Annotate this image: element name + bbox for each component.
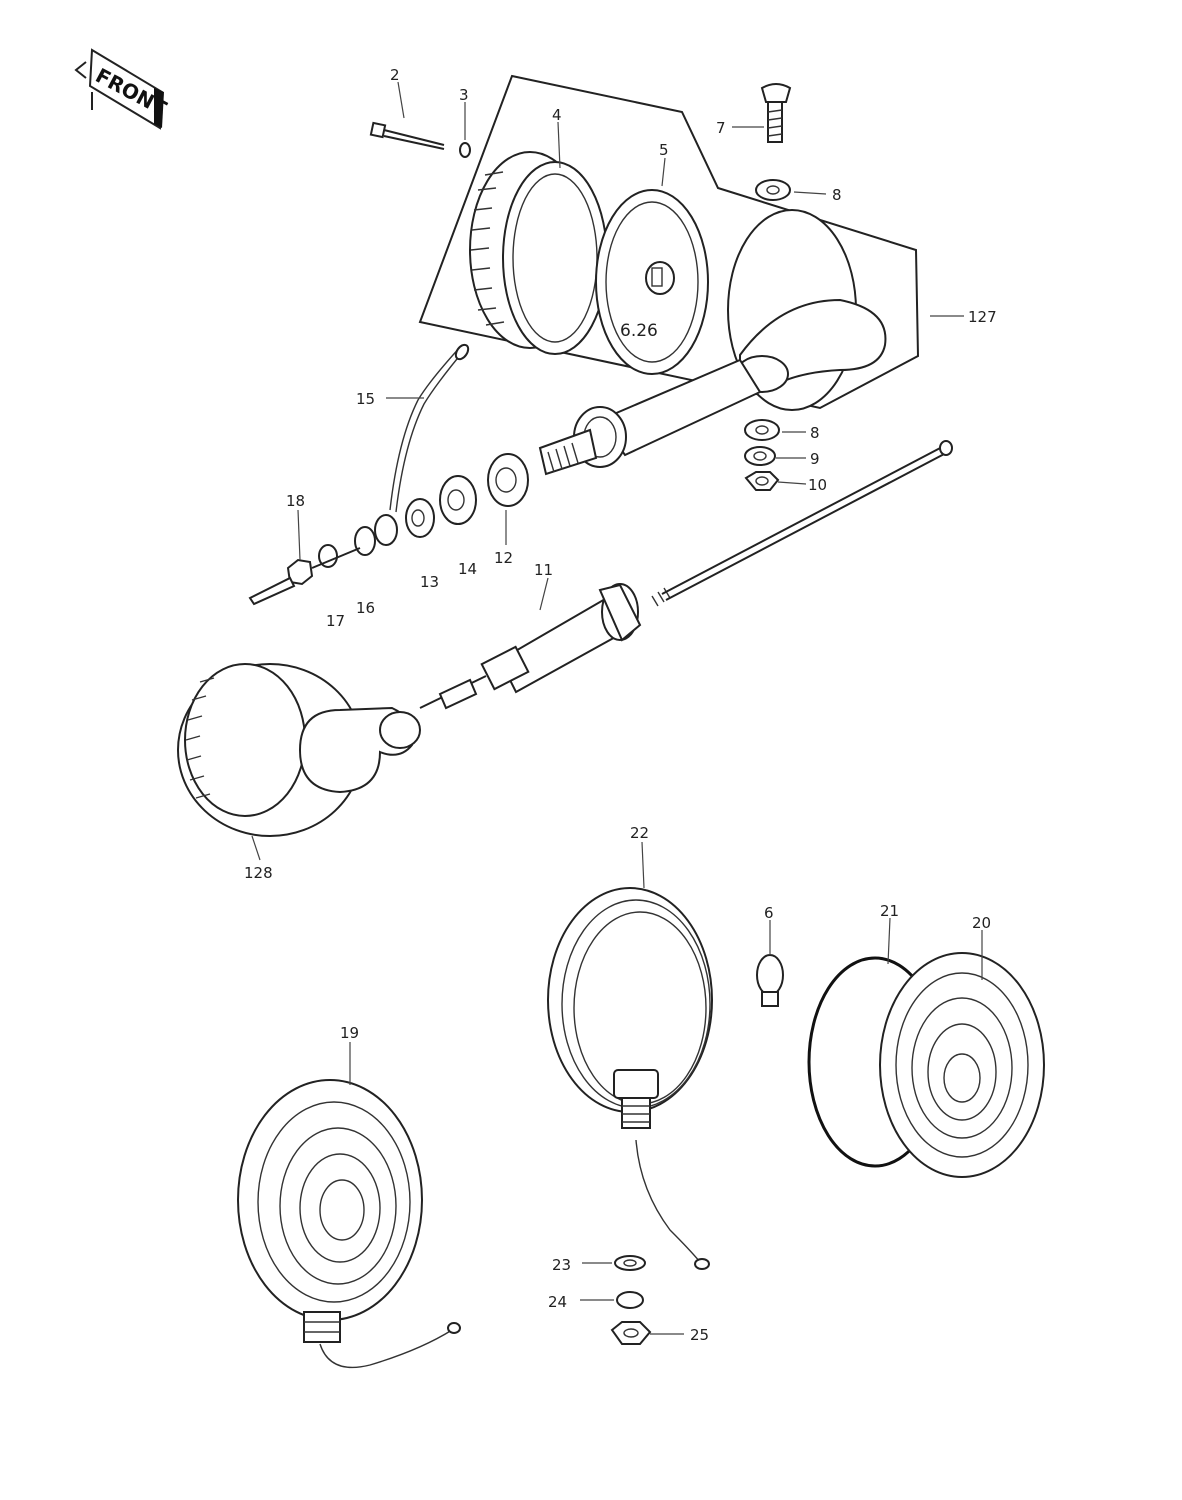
- callout-2: 2: [390, 66, 400, 84]
- washer-part-17: [318, 544, 338, 568]
- callout-21: 21: [880, 902, 899, 920]
- nut-part-10: [744, 471, 780, 491]
- bulb-part-6: [756, 954, 784, 1007]
- spacer-part-13: [405, 498, 435, 538]
- lens-rim-part-4: [469, 151, 608, 355]
- callout-19: 19: [340, 1024, 359, 1042]
- callout-6: 6: [764, 904, 774, 922]
- callout-11: 11: [534, 561, 553, 579]
- callout-127: 127: [968, 308, 997, 326]
- washer-part-14: [439, 475, 477, 525]
- rim-part-22: [547, 887, 713, 1270]
- callout-labels: 2 3 4 5 7 8 127 15 8 9 10 18 17 16 13 14…: [244, 66, 997, 1344]
- lockwasher-part-24: [616, 1291, 644, 1309]
- mounting-stem-upper: [538, 358, 762, 476]
- lens-part-20: [879, 952, 1045, 1178]
- callout-leaders: [251, 81, 983, 1335]
- nut-part-25: [610, 1321, 652, 1345]
- lockwasher-part-9: [744, 446, 776, 466]
- stem-part-11: [419, 440, 953, 710]
- callout-15: 15: [356, 390, 375, 408]
- washer-part-8-lower: [744, 419, 780, 441]
- washer-part-3: [459, 142, 471, 158]
- callout-12: 12: [494, 549, 513, 567]
- callout-17: 17: [326, 612, 345, 630]
- callout-5: 5: [659, 141, 669, 159]
- signal-housing-part-127: [727, 209, 887, 411]
- callout-7: 7: [716, 119, 726, 137]
- lens-part-5: 6.26: [595, 189, 709, 375]
- grommet-part-12: [487, 453, 529, 507]
- bolt-part-7: [760, 83, 792, 143]
- callout-10: 10: [808, 476, 827, 494]
- callout-9: 9: [810, 450, 820, 468]
- lens-part-19: [237, 1079, 461, 1369]
- callout-128: 128: [244, 864, 273, 882]
- wire-part-15: [389, 343, 470, 513]
- callout-8-upper: 8: [832, 186, 842, 204]
- callout-8-lower: 8: [810, 424, 820, 442]
- callout-23: 23: [552, 1256, 571, 1274]
- callout-20: 20: [972, 914, 991, 932]
- screw-part-2: [369, 121, 445, 150]
- connector-part-18: [248, 547, 361, 606]
- callout-18: 18: [286, 492, 305, 510]
- washer-part-23: [614, 1255, 646, 1271]
- callout-25: 25: [690, 1326, 709, 1344]
- callout-22: 22: [630, 824, 649, 842]
- washer-part-16a: [374, 514, 398, 546]
- washer-part-16b: [354, 526, 376, 556]
- callout-3: 3: [459, 86, 469, 104]
- callout-24: 24: [548, 1293, 567, 1311]
- washer-part-8-upper: [755, 179, 791, 201]
- front-badge: FRONT: [74, 48, 171, 130]
- callout-4: 4: [552, 106, 562, 124]
- callout-16: 16: [356, 599, 375, 617]
- signal-housing-part-128: [177, 663, 421, 837]
- callout-13: 13: [420, 573, 439, 591]
- callout-14: 14: [458, 560, 477, 578]
- bulb-marking: 6.26: [620, 321, 658, 341]
